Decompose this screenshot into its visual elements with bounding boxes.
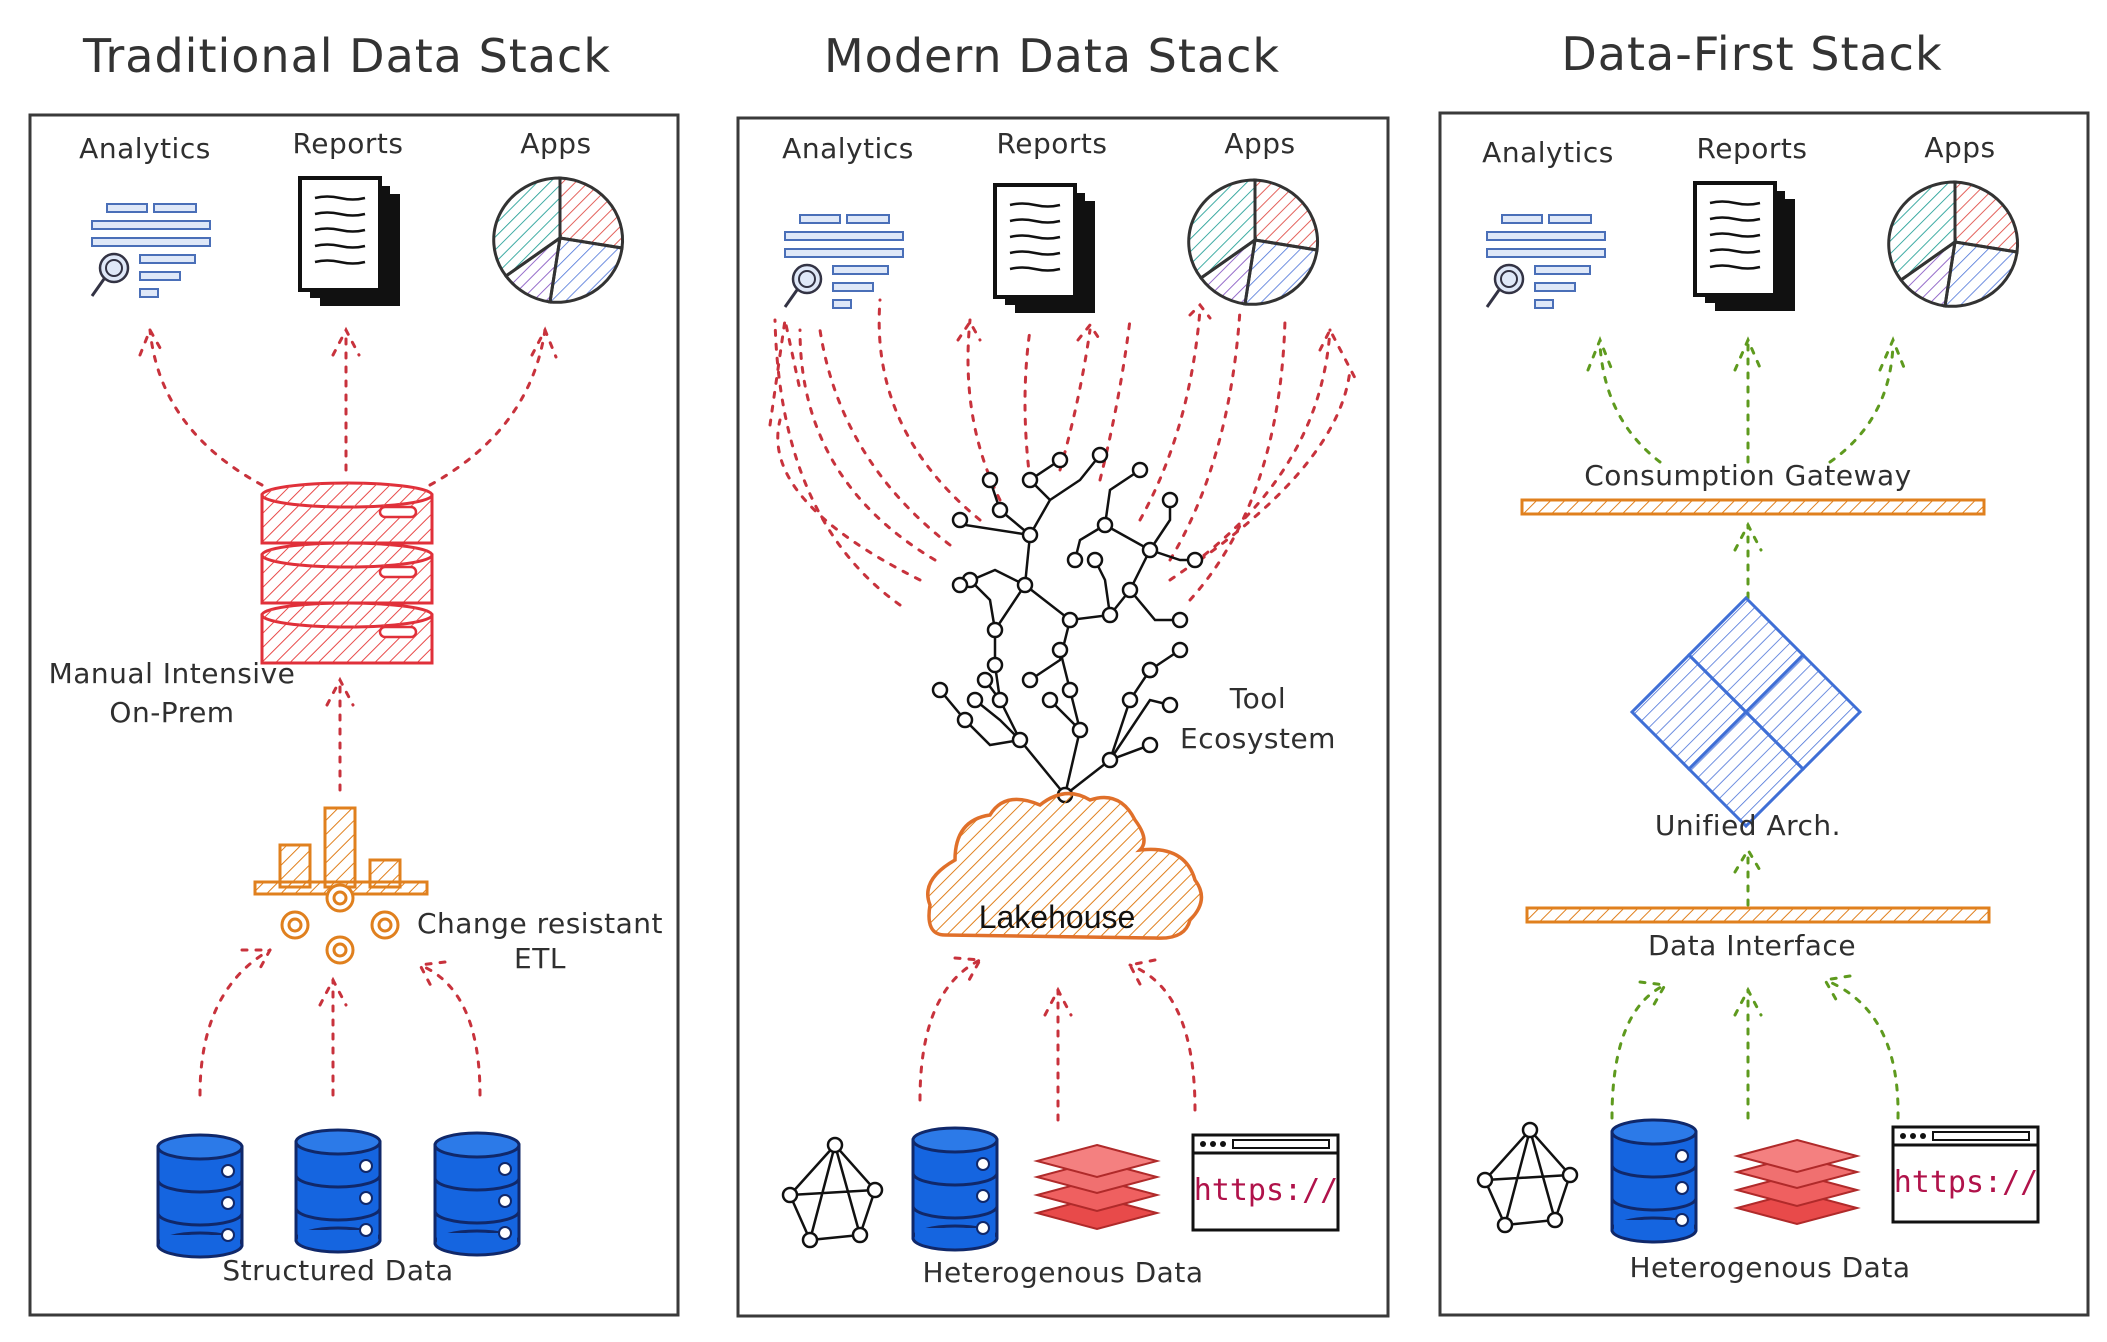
- reports-label: Reports: [997, 127, 1108, 160]
- arrow: [1828, 343, 1895, 464]
- unified-label: Unified Arch.: [1655, 809, 1841, 842]
- arrowhead: [530, 326, 558, 359]
- arrowhead: [240, 948, 273, 974]
- reports-icon: [1693, 181, 1797, 313]
- data-interface-bar: [1525, 906, 1991, 924]
- pie-chart-icon: [1187, 178, 1320, 306]
- pie-chart-icon: [492, 176, 625, 304]
- bottom-label: Structured Data: [222, 1254, 453, 1287]
- gateway-label: Consumption Gateway: [1584, 459, 1912, 492]
- arrowhead: [1127, 958, 1157, 990]
- db-label-line1: Manual Intensive: [49, 657, 296, 690]
- etl-label-line2: ETL: [514, 942, 566, 975]
- reports-icon: [993, 183, 1097, 315]
- reports-label: Reports: [1697, 132, 1808, 165]
- tool-label-line1: Tool: [1229, 682, 1286, 715]
- analytics-label: Analytics: [782, 132, 914, 165]
- pie-chart-icon: [1887, 180, 2020, 308]
- reports-label: Reports: [293, 127, 404, 160]
- layers-icon: [1736, 1139, 1858, 1225]
- arrowhead: [1586, 335, 1614, 372]
- arrow: [918, 958, 982, 1102]
- panel-frame: [1438, 111, 2090, 1317]
- arrowhead: [1733, 521, 1763, 552]
- panel-title: Data-First Stack: [1561, 27, 1942, 81]
- arrow: [1823, 978, 1900, 1120]
- database-icon: [156, 1133, 244, 1259]
- etl-label-line1: Change resistant: [417, 907, 663, 940]
- database-icon: [294, 1128, 382, 1254]
- etl-icon: [253, 806, 429, 965]
- graph-icon: [781, 1136, 884, 1249]
- arrowhead: [417, 960, 447, 990]
- arrowhead: [1638, 980, 1668, 1010]
- interface-label: Data Interface: [1648, 929, 1856, 962]
- arrowhead: [1878, 336, 1907, 372]
- analytics-icon: [90, 202, 212, 299]
- analytics-icon: [783, 213, 905, 310]
- url-text: https://: [1194, 1173, 1339, 1208]
- on-prem-database-icon: [260, 481, 434, 665]
- arrowhead: [1822, 974, 1852, 1005]
- reports-icon: [298, 176, 402, 308]
- panel-data-first: Data-First Stack Analytics Reports Apps …: [1438, 27, 2090, 1317]
- bottom-label: Heterogenous Data: [1630, 1251, 1911, 1284]
- bottom-label: Heterogenous Data: [923, 1256, 1204, 1289]
- panel-title: Traditional Data Stack: [82, 29, 611, 83]
- lakehouse-cloud-icon: [926, 791, 1204, 940]
- arrowhead: [331, 326, 361, 357]
- arrow: [418, 963, 482, 1097]
- arrow: [1598, 343, 1662, 464]
- consumption-gateway-bar: [1520, 498, 1986, 516]
- panel-traditional: Traditional Data Stack Analytics Reports…: [28, 29, 680, 1317]
- panel-frame: [28, 113, 680, 1317]
- panel-modern: Modern Data Stack Analytics Reports Apps: [736, 29, 1390, 1318]
- arrowhead: [138, 326, 166, 357]
- arrowhead: [1733, 986, 1763, 1017]
- apps-label: Apps: [1924, 131, 1995, 164]
- arrow: [148, 328, 264, 487]
- arrowhead: [325, 676, 355, 707]
- url-text: https://: [1894, 1165, 2039, 1200]
- panel-frame: [736, 116, 1390, 1318]
- analytics-icon: [1485, 213, 1607, 310]
- arrowhead: [1733, 847, 1763, 874]
- apps-label: Apps: [1224, 127, 1295, 160]
- arrowhead: [1733, 336, 1763, 372]
- layers-icon: [1036, 1144, 1158, 1230]
- apps-label: Apps: [520, 127, 591, 160]
- database-icon: [1610, 1118, 1698, 1244]
- database-icon: [433, 1131, 521, 1257]
- tool-ecosystem-icon: [931, 446, 1204, 804]
- arrow: [198, 948, 272, 1097]
- arrow: [1610, 983, 1667, 1120]
- arrow: [428, 328, 547, 487]
- db-label-line2: On-Prem: [109, 696, 234, 729]
- database-icon: [911, 1126, 999, 1252]
- graph-icon: [1476, 1121, 1579, 1234]
- unified-architecture-icon: [1629, 595, 1863, 829]
- arrow: [1128, 963, 1197, 1112]
- tool-label-line2: Ecosystem: [1180, 722, 1336, 755]
- arrowhead: [1043, 986, 1073, 1017]
- arrowhead: [318, 976, 348, 1007]
- analytics-label: Analytics: [1482, 136, 1614, 169]
- analytics-label: Analytics: [79, 132, 211, 165]
- lakehouse-label: Lakehouse: [979, 899, 1136, 935]
- panel-title: Modern Data Stack: [824, 29, 1280, 83]
- arrowhead: [953, 956, 983, 984]
